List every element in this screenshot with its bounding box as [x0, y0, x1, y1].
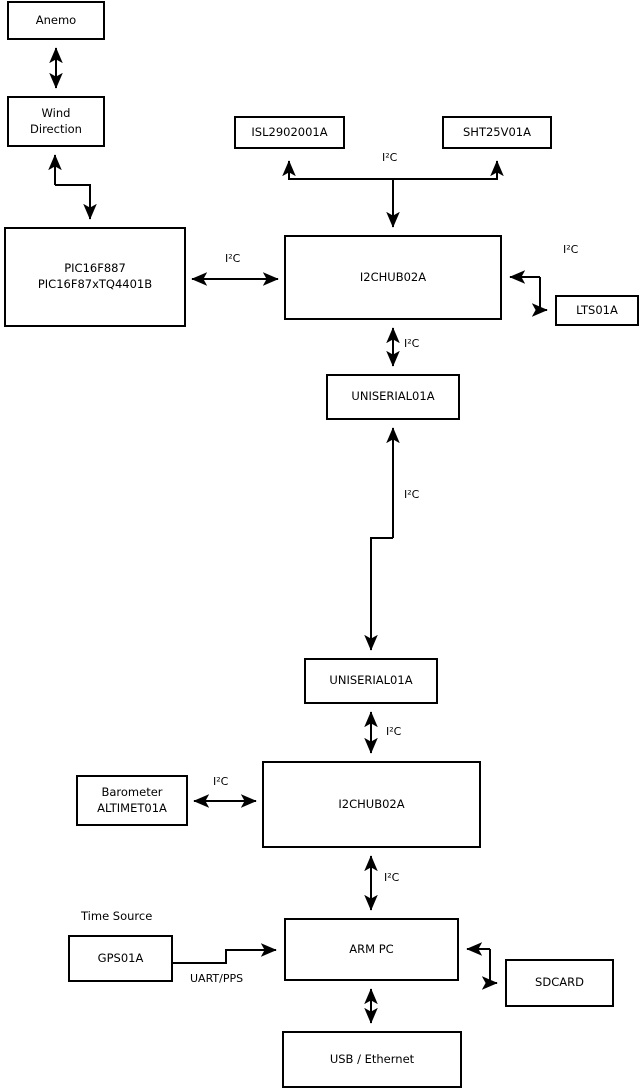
edge-label-gps-armpc: UART/PPS: [190, 972, 244, 985]
edge-uniserial-link: [364, 427, 400, 651]
node-uniserial01a-top[interactable]: UNISERIAL01A: [326, 374, 460, 420]
node-wind-direction[interactable]: Wind Direction: [7, 96, 105, 147]
node-sdcard[interactable]: SDCARD: [505, 959, 614, 1007]
node-sdcard-label: SDCARD: [535, 975, 584, 990]
edge-gps-armpc: [173, 943, 277, 964]
node-uniserial01a-bottom[interactable]: UNISERIAL01A: [304, 658, 438, 704]
node-anemo[interactable]: Anemo: [7, 1, 105, 40]
node-lts01a[interactable]: LTS01A: [555, 295, 639, 326]
node-pic-microcontroller[interactable]: PIC16F887 PIC16F87xTQ4401B: [4, 227, 186, 327]
edge-hubtop-sensorbus: [282, 160, 504, 228]
node-sht25v01a[interactable]: SHT25V01A: [442, 116, 552, 149]
node-wind-direction-label: Wind Direction: [30, 105, 82, 136]
edge-label-hub-lts: I²C: [563, 243, 579, 256]
node-i2chub02a-bottom-label: I2CHUB02A: [338, 796, 405, 811]
node-barometer-altimet01a[interactable]: Barometer ALTIMET01A: [76, 775, 188, 826]
node-usb-ethernet[interactable]: USB / Ethernet: [282, 1031, 462, 1088]
edge-label-uniserial-link: I²C: [404, 488, 420, 501]
node-i2chub02a-bottom[interactable]: I2CHUB02A: [262, 761, 481, 848]
edge-armpc-sdcard: [466, 942, 498, 990]
node-uniserial01a-top-label: UNISERIAL01A: [351, 389, 435, 404]
node-gps01a-label: GPS01A: [97, 950, 144, 965]
edge-hubtop-lts: [509, 270, 548, 317]
node-sht25v01a-label: SHT25V01A: [463, 124, 531, 139]
node-lts01a-label: LTS01A: [576, 302, 618, 317]
edge-label-hub-uniserial: I²C: [404, 337, 420, 350]
edge-label-uniserial-hub2: I²C: [386, 725, 402, 738]
node-i2chub02a-top-label: I2CHUB02A: [359, 269, 427, 284]
node-anemo-label: Anemo: [35, 12, 77, 27]
edge-label-isl-sht-bus: I²C: [382, 151, 398, 164]
node-barometer-altimet01a-label: Barometer ALTIMET01A: [97, 784, 167, 815]
node-usb-ethernet-label: USB / Ethernet: [329, 1051, 415, 1066]
node-gps01a[interactable]: GPS01A: [68, 935, 173, 982]
edge-wind-pic: [48, 154, 97, 220]
edge-label-pic-hub: I²C: [225, 252, 241, 265]
node-isl2902001a[interactable]: ISL2902001A: [234, 116, 345, 149]
node-i2chub02a-top[interactable]: I2CHUB02A: [284, 235, 502, 320]
node-isl2902001a-label: ISL2902001A: [251, 124, 328, 139]
edge-label-hub2-armpc: I²C: [384, 871, 400, 884]
node-arm-pc[interactable]: ARM PC: [284, 918, 459, 981]
node-pic-microcontroller-label: PIC16F887 PIC16F87xTQ4401B: [37, 261, 153, 291]
node-arm-pc-label: ARM PC: [349, 941, 394, 956]
label-time-source: Time Source: [81, 909, 153, 923]
edge-label-barometer-hub2: I²C: [213, 775, 229, 788]
node-uniserial01a-bottom-label: UNISERIAL01A: [329, 673, 413, 688]
